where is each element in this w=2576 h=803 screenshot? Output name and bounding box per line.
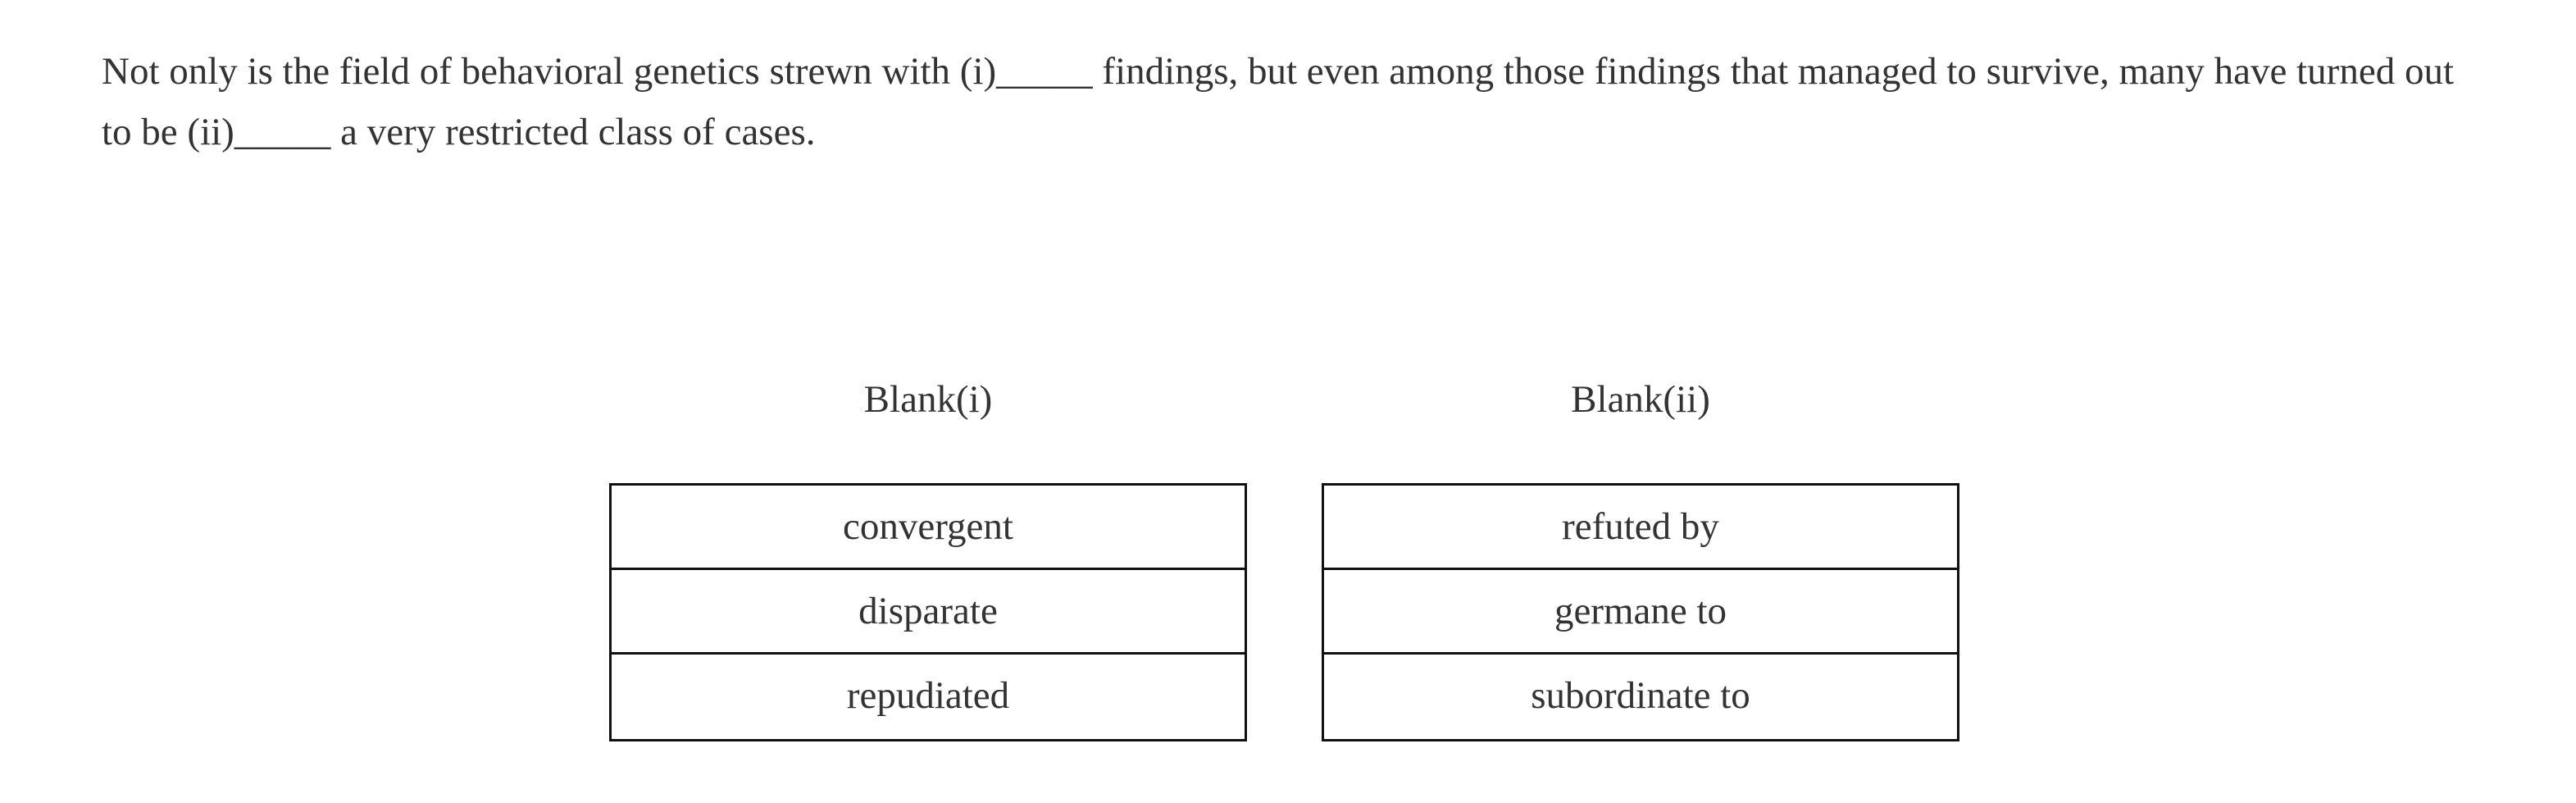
- blank-i-placeholder: _____: [996, 50, 1093, 93]
- blank-ii-options: refuted by germane to subordinate to: [1322, 483, 1959, 741]
- question-text: Not only is the field of behavioral gene…: [102, 41, 2479, 162]
- blank-i-title: Blank(i): [863, 378, 993, 421]
- question-part-2: findings, but even among those findings …: [102, 50, 2455, 153]
- blank-ii-option[interactable]: subordinate to: [1531, 674, 1750, 717]
- question-part-1: Not only is the field of behavioral gene…: [102, 50, 997, 93]
- blank-ii-placeholder: _____: [234, 111, 331, 153]
- blank-i-options: convergent disparate repudiated: [609, 483, 1247, 741]
- blank-ii-option[interactable]: germane to: [1324, 570, 1957, 655]
- blank-ii-option[interactable]: refuted by: [1324, 486, 1957, 570]
- blank-i-option[interactable]: convergent: [612, 486, 1245, 570]
- blank-i-column: Blank(i) convergent disparate repudiated: [609, 373, 1247, 741]
- blank-ii-column: Blank(ii) refuted by germane to subordin…: [1322, 373, 1959, 741]
- blank-i-option[interactable]: repudiated: [846, 674, 1010, 717]
- blank-ii-title: Blank(ii): [1571, 378, 1710, 421]
- blank-i-option[interactable]: disparate: [612, 570, 1245, 655]
- question-part-3: a very restricted class of cases.: [330, 111, 816, 153]
